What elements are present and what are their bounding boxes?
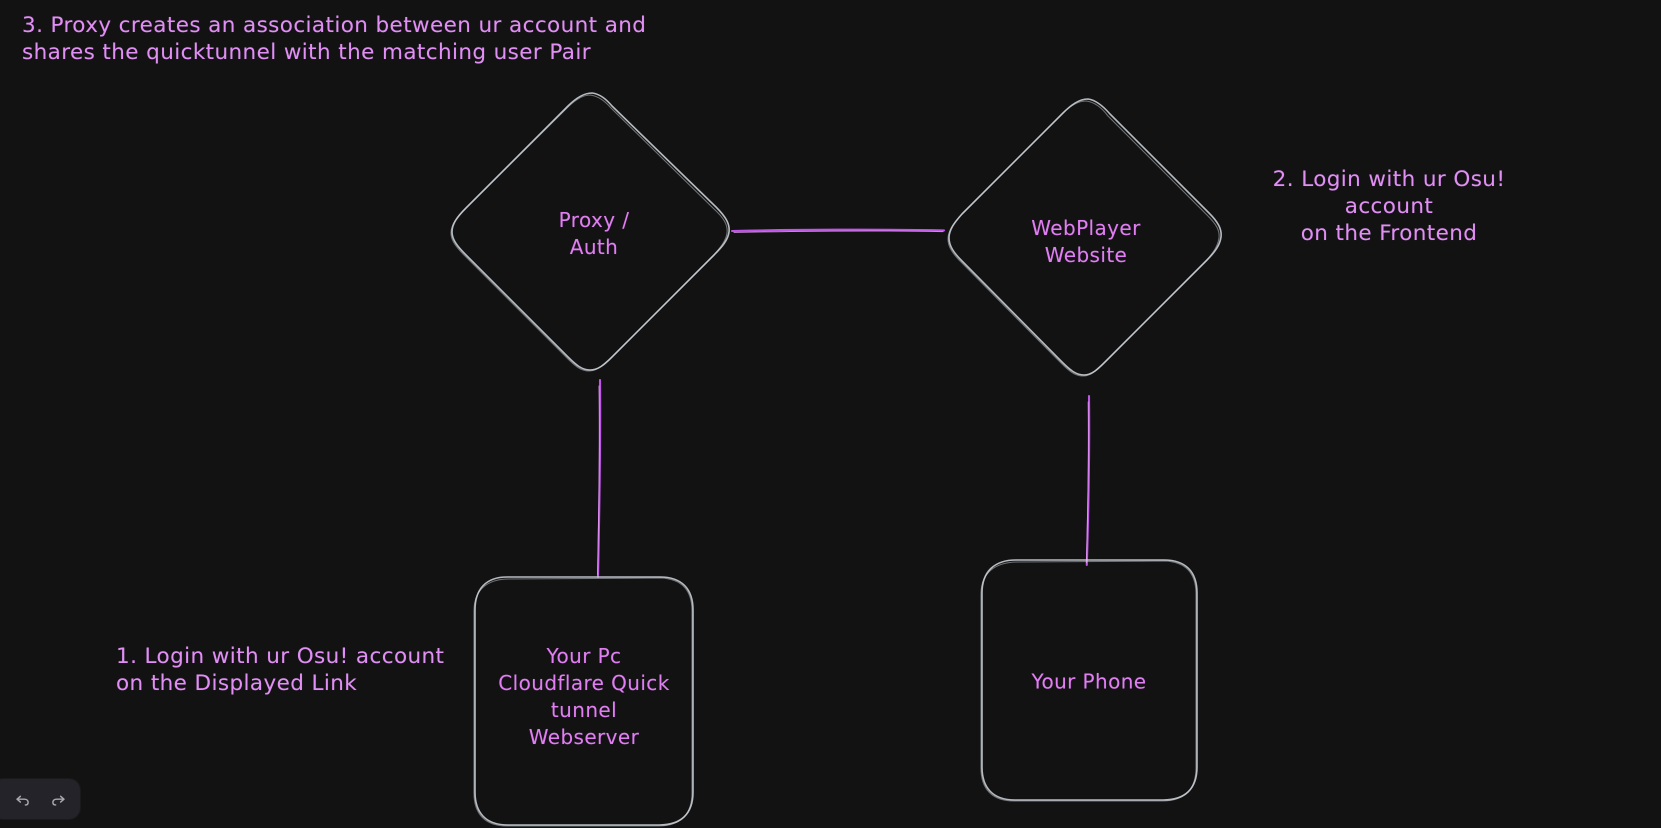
- undo-arrow-icon: [14, 791, 31, 808]
- node-proxy-auth[interactable]: [450, 92, 730, 372]
- history-island: [0, 779, 80, 819]
- connector-proxy-to-your-pc[interactable]: [596, 378, 602, 579]
- node-your-phone[interactable]: [980, 559, 1198, 802]
- undo-button[interactable]: [6, 784, 38, 814]
- redo-arrow-icon: [50, 791, 67, 808]
- node-webplayer-website[interactable]: [947, 98, 1222, 377]
- node-your-pc[interactable]: [473, 576, 694, 827]
- connector-proxy-to-webplayer[interactable]: [730, 228, 946, 233]
- redo-button[interactable]: [42, 784, 74, 814]
- connector-webplayer-to-your-phone[interactable]: [1085, 394, 1091, 567]
